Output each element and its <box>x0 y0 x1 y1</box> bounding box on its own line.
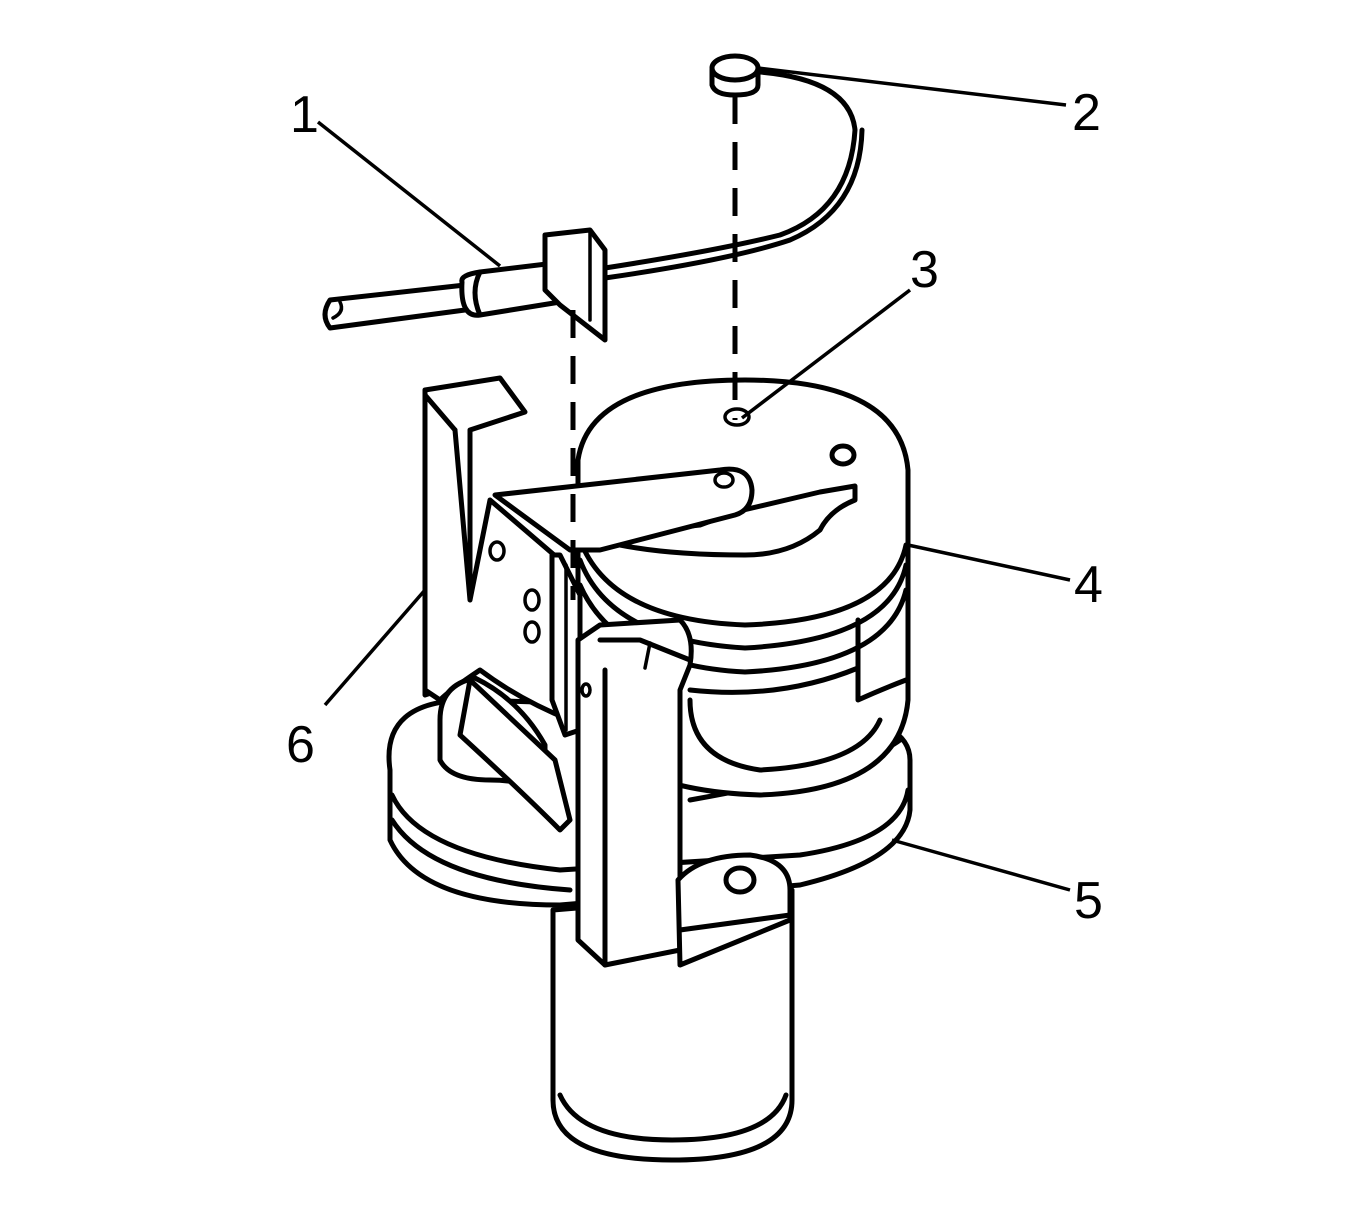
callout-6: 6 <box>286 716 315 774</box>
mounting-hole <box>723 407 751 427</box>
assembly-guide-lines <box>570 96 738 600</box>
callout-1: 1 <box>290 86 319 144</box>
leader-6 <box>323 588 427 707</box>
leader-1 <box>316 120 502 268</box>
callout-3: 3 <box>910 241 939 299</box>
cable-assembly <box>322 69 865 343</box>
front-lever <box>575 617 694 968</box>
callout-labels: 1 2 3 4 5 6 <box>286 84 1103 930</box>
motor-connector <box>675 852 793 968</box>
callout-leaders <box>316 66 1071 892</box>
callout-4: 4 <box>1074 556 1103 614</box>
callout-5: 5 <box>1074 872 1103 930</box>
cable-retainer <box>709 53 761 98</box>
callout-2: 2 <box>1072 84 1101 142</box>
mounting-bracket <box>422 375 573 833</box>
leader-2 <box>757 66 1067 107</box>
leader-3 <box>740 288 912 420</box>
leader-5 <box>891 838 1071 892</box>
actuator-arm <box>492 466 755 553</box>
leader-4 <box>907 543 1071 582</box>
